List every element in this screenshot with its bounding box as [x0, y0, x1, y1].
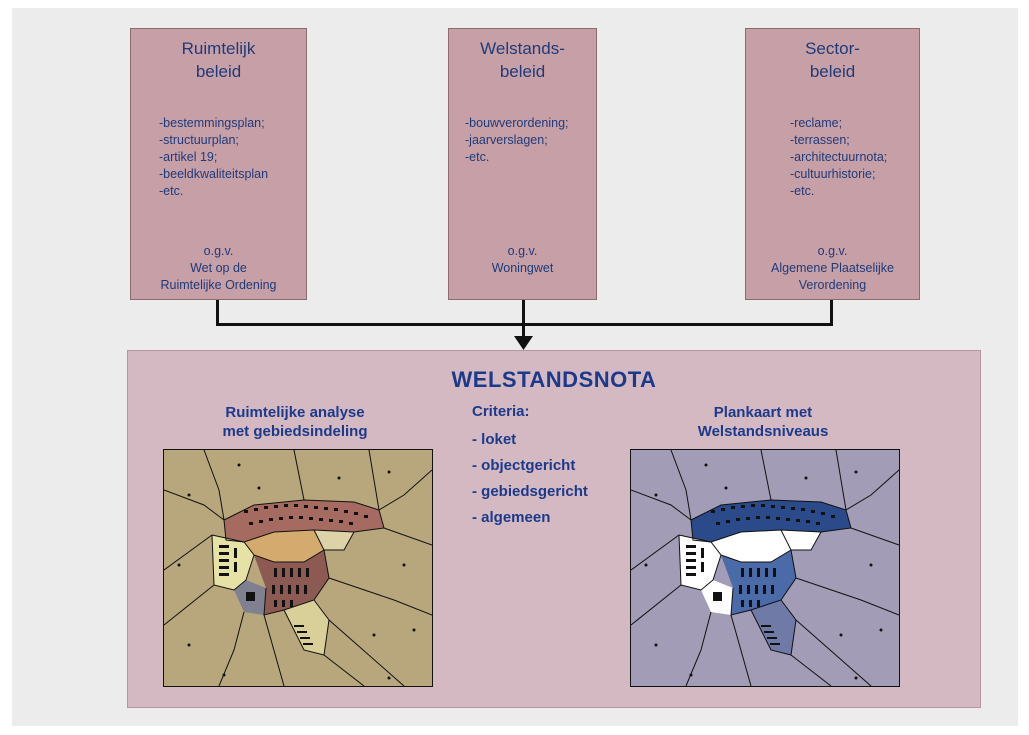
policy-items: -bestemmingsplan; -structuurplan; -artik… [159, 115, 268, 200]
basis-line: Woningwet [491, 261, 554, 275]
policy-box-sector: Sector- beleid -reclame; -terrassen; -ar… [745, 28, 920, 300]
basis-line: Ruimtelijke Ordening [160, 278, 277, 292]
zone-white-2 [711, 530, 791, 562]
policy-box-welstands: Welstands- beleid -bouwverordening; -jaa… [448, 28, 597, 300]
basis-line: o.g.v. [817, 244, 848, 258]
basis-line: o.g.v. [507, 244, 538, 258]
zone-pale [212, 535, 254, 590]
criteria-item: - objectgericht [472, 457, 576, 474]
policy-item: -jaarverslagen; [465, 133, 548, 147]
policy-basis: o.g.v. Woningwet [449, 243, 596, 277]
policy-item: -beeldkwaliteitsplan [159, 167, 269, 181]
zone-white-3 [781, 530, 821, 550]
right-map-title: Plankaart met Welstandsniveaus [697, 404, 829, 440]
criteria-heading: Criteria: [472, 403, 530, 420]
policy-item: -reclame; [790, 116, 843, 130]
policy-items: -bouwverordening; -jaarverslagen; -etc. [465, 115, 569, 166]
zone-orange [244, 530, 324, 562]
plan-map [630, 449, 900, 687]
criteria-item: - gebiedsgericht [472, 483, 588, 500]
zone-white [679, 535, 721, 590]
zone-center [254, 550, 329, 615]
spatial-analysis-map [163, 449, 433, 687]
policy-item: -structuurplan; [159, 133, 239, 147]
policy-items: -reclame; -terrassen; -architectuurnota;… [790, 115, 887, 200]
welstandsnota-panel: WELSTANDSNOTA Ruimtelijke analyse met ge… [127, 350, 981, 708]
basis-line: Verordening [798, 278, 867, 292]
basis-line: Algemene Plaatselijke [771, 261, 894, 275]
zone-mid [751, 600, 796, 655]
policy-item: -etc. [159, 184, 184, 198]
zone-light [314, 530, 354, 550]
policy-item: -artikel 19; [159, 150, 218, 164]
zone-center [721, 550, 796, 615]
policy-item: -cultuurhistorie; [790, 167, 876, 181]
connector-center [522, 300, 525, 338]
nota-title: WELSTANDSNOTA [451, 367, 657, 392]
policy-item: -etc. [465, 150, 490, 164]
policy-item: -etc. [790, 184, 815, 198]
diagram-canvas: Ruimtelijk beleid -bestemmingsplan; -str… [12, 8, 1018, 726]
policy-item: -terrassen; [790, 133, 850, 147]
basis-line: o.g.v. [203, 244, 234, 258]
policy-item: -bouwverordening; [465, 116, 569, 130]
policy-basis: o.g.v. Algemene Plaatselijke Verordening [746, 243, 919, 294]
policy-item: -bestemmingsplan; [159, 116, 265, 130]
criteria-block: Criteria: - loket - objectgericht - gebi… [472, 403, 588, 531]
connector-right-down [830, 300, 833, 326]
policy-basis: o.g.v. Wet op de Ruimtelijke Ordening [131, 243, 306, 294]
basis-line: Wet op de [190, 261, 247, 275]
zone-beige [284, 600, 329, 655]
policy-box-ruimtelijk: Ruimtelijk beleid -bestemmingsplan; -str… [130, 28, 307, 300]
criteria-item: - algemeen [472, 509, 551, 526]
connector-left-down [216, 300, 219, 326]
policy-title: Ruimtelijk beleid [181, 39, 256, 81]
criteria-item: - loket [472, 431, 517, 448]
policy-title: Welstands- beleid [480, 39, 565, 81]
left-map-title: Ruimtelijke analyse met gebiedsindeling [222, 404, 368, 440]
arrow-head-icon [514, 336, 533, 350]
criteria-list: - loket - objectgericht - gebiedsgericht… [472, 427, 588, 531]
policy-title: Sector- beleid [805, 39, 860, 81]
policy-item: -architectuurnota; [790, 150, 888, 164]
